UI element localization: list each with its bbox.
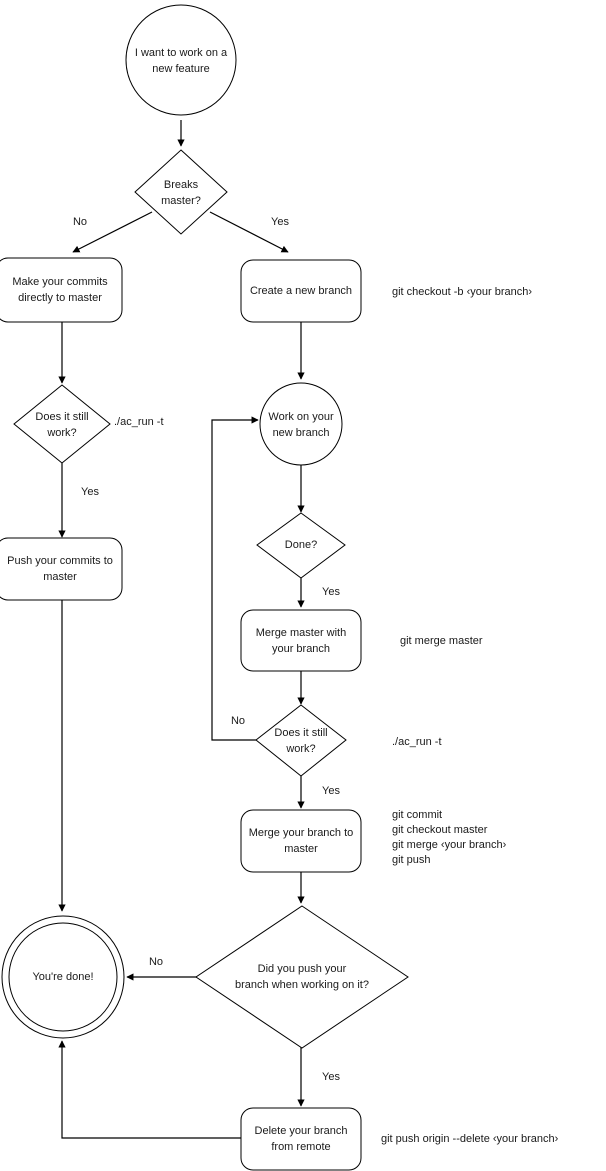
push-commits-box [0, 537, 123, 601]
does-it-work-right-label-line1: Does it still [274, 727, 327, 739]
make-commits-box [0, 257, 123, 323]
did-you-push-label-line1: Did you push your [258, 963, 347, 975]
start-label-line2: new feature [152, 63, 209, 75]
does-it-work-right-diamond [255, 704, 347, 777]
annotation-ac-run-left: ./ac_run -t [114, 416, 164, 428]
edge-workright-no-loopback [211, 416, 259, 741]
does-it-work-left-label-line2: work? [46, 427, 76, 439]
start-label-line1: I want to work on a [135, 47, 228, 59]
node-does-it-work-left[interactable]: Does it still work? [13, 384, 111, 464]
node-did-you-push[interactable]: Did you push your branch when working on… [195, 905, 409, 1049]
make-commits-label-line1: Make your commits [12, 276, 108, 288]
node-work-on-branch[interactable]: Work on your new branch [259, 382, 343, 466]
node-done-question[interactable]: Done? [256, 512, 346, 579]
delete-branch-box [240, 1107, 362, 1171]
does-it-work-left-label-line1: Does it still [35, 411, 88, 423]
breaks-master-label-line2: master? [161, 195, 201, 207]
edge-label-yes-breaks-master: Yes [271, 216, 289, 228]
done-question-label: Done? [285, 539, 317, 551]
did-you-push-diamond [195, 905, 409, 1049]
work-on-branch-label-line1: Work on your [268, 411, 334, 423]
merge-branch-box [240, 809, 362, 873]
annotation-merge-master-cmd: git merge master [400, 635, 483, 647]
merge-master-label-line1: Merge master with [256, 627, 346, 639]
annotation-merge-branch-cmd-1: git commit [392, 809, 442, 821]
node-create-branch[interactable]: Create a new branch [240, 259, 362, 323]
edge-breaks-yes [209, 211, 289, 253]
edge-label-yes-work-right: Yes [322, 785, 340, 797]
annotation-merge-branch-cmd-4: git push [392, 854, 431, 866]
edge-label-yes-work-left: Yes [81, 486, 99, 498]
node-youre-done[interactable]: You're done! [1, 915, 125, 1039]
node-does-it-work-right[interactable]: Does it still work? [255, 704, 347, 777]
node-push-commits[interactable]: Push your commits to master [0, 537, 123, 601]
delete-branch-label-line1: Delete your branch [255, 1125, 348, 1137]
node-breaks-master[interactable]: Breaks master? [134, 149, 228, 235]
edges [58, 120, 305, 1139]
edge-label-yes-did-push: Yes [322, 1071, 340, 1083]
annotation-create-branch-cmd: git checkout -b ‹your branch› [392, 286, 532, 298]
edge-label-yes-done: Yes [322, 586, 340, 598]
does-it-work-left-diamond [13, 384, 111, 464]
edge-labels: No Yes Yes Yes No Yes No Yes [73, 216, 340, 1083]
annotations: git checkout -b ‹your branch› ./ac_run -… [114, 286, 559, 1145]
work-on-branch-circle [259, 382, 343, 466]
annotation-delete-branch-cmd: git push origin --delete ‹your branch› [381, 1133, 559, 1145]
start-circle [125, 4, 237, 116]
create-branch-label: Create a new branch [250, 285, 352, 297]
edge-label-no-work-right: No [231, 715, 245, 727]
youre-done-inner-circle [8, 922, 118, 1032]
annotation-merge-branch-cmd-3: git merge ‹your branch› [392, 839, 507, 851]
merge-master-box [240, 609, 362, 672]
annotation-ac-run-right: ./ac_run -t [392, 736, 442, 748]
create-branch-box [240, 259, 362, 323]
node-delete-branch[interactable]: Delete your branch from remote [240, 1107, 362, 1171]
annotation-merge-branch-cmd-2: git checkout master [392, 824, 488, 836]
node-make-commits[interactable]: Make your commits directly to master [0, 257, 123, 323]
edge-label-no-did-push: No [149, 956, 163, 968]
merge-master-label-line2: your branch [272, 643, 330, 655]
node-start[interactable]: I want to work on a new feature [125, 4, 237, 116]
make-commits-label-line2: directly to master [18, 292, 102, 304]
edge-delete-to-done [58, 1040, 241, 1139]
merge-branch-label-line2: master [284, 843, 318, 855]
node-merge-master[interactable]: Merge master with your branch [240, 609, 362, 672]
did-you-push-label-line2: branch when working on it? [235, 979, 369, 991]
push-commits-label-line1: Push your commits to [7, 555, 113, 567]
delete-branch-label-line2: from remote [271, 1141, 330, 1153]
youre-done-label: You're done! [32, 971, 93, 983]
breaks-master-diamond [134, 149, 228, 235]
merge-branch-label-line1: Merge your branch to [249, 827, 354, 839]
edge-breaks-no [72, 211, 153, 253]
breaks-master-label-line1: Breaks [164, 179, 199, 191]
done-question-diamond [256, 512, 346, 579]
work-on-branch-label-line2: new branch [273, 427, 330, 439]
does-it-work-right-label-line2: work? [285, 743, 315, 755]
edge-label-no-breaks-master: No [73, 216, 87, 228]
push-commits-label-line2: master [43, 571, 77, 583]
node-merge-branch[interactable]: Merge your branch to master [240, 809, 362, 873]
